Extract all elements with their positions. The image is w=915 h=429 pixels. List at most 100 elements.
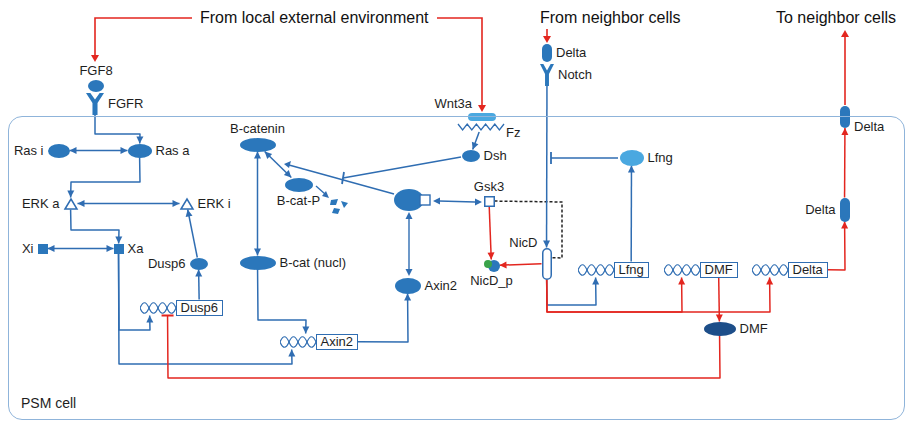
arrowhead: [500, 261, 507, 268]
dna-helix: [280, 334, 316, 350]
ligand: FGF8: [88, 80, 104, 92]
molecule-label: Gsk3: [474, 180, 504, 194]
activation-arrow: [547, 278, 774, 313]
molecule-shape: [86, 93, 104, 115]
arrowhead: [121, 147, 128, 154]
arrowhead: [70, 147, 77, 154]
molecule-shape: [468, 113, 496, 121]
molecule-label: Dusp6: [148, 257, 186, 271]
connector-line: [95, 115, 140, 144]
cell-label: PSM cell: [21, 395, 76, 411]
arrowhead: [475, 199, 482, 206]
activation-arrow: [487, 207, 494, 260]
arrowhead: [265, 152, 272, 159]
header-label: From neighbor cells: [540, 9, 681, 27]
activation-arrow: [186, 210, 198, 258]
arrowhead: [433, 198, 440, 205]
arrowhead: [678, 278, 685, 285]
dna-helix: [752, 262, 788, 278]
dna-strand: [280, 336, 316, 347]
arrowhead: [115, 236, 122, 243]
reaction-arrow: [439, 201, 475, 202]
inhibition-line: [551, 157, 618, 158]
molecule-shape: [285, 178, 313, 192]
molecule-label: ERK i: [198, 197, 231, 211]
activation-arrow: [628, 166, 635, 262]
gene-label: Dusp6: [181, 300, 219, 315]
reaction-arrow: [408, 218, 409, 270]
dna-helix: [578, 262, 614, 278]
link-line: [495, 201, 563, 258]
dna-strand: [280, 336, 316, 347]
arrowhead: [254, 152, 261, 159]
protein-square: Xi: [38, 244, 48, 254]
complex-gsk3: [420, 195, 430, 205]
arrowhead: [67, 190, 74, 197]
arrowhead: [841, 128, 848, 135]
connector-line: [188, 210, 198, 258]
square-shape: [484, 196, 494, 206]
gene-outline: Lfng: [614, 262, 649, 278]
protein-blob: DMF: [704, 322, 736, 336]
fragment: [332, 208, 340, 214]
header-label: To neighbor cells: [776, 9, 896, 27]
kinase-triangle: ERK a: [64, 198, 78, 210]
activation-arrow: [547, 278, 600, 306]
phospho-dot: [484, 260, 492, 268]
arrowhead: [472, 142, 479, 150]
arrowhead: [195, 270, 202, 277]
molecule-label: ERK a: [22, 197, 60, 211]
blob-shape: [128, 144, 152, 158]
arrowhead: [254, 249, 261, 256]
dna-strand: [752, 264, 788, 275]
connector-line: [844, 128, 846, 198]
molecule-label: Axin2: [425, 279, 458, 293]
ligand: Delta: [840, 106, 850, 128]
arrowhead: [186, 210, 193, 218]
capsule-shape: [840, 106, 850, 128]
dna-strand: [664, 264, 700, 275]
blob-shape: [285, 178, 313, 192]
arrowhead: [146, 316, 153, 323]
molecule-label: Dsh: [484, 149, 507, 163]
activation-arrow: [500, 261, 542, 268]
header-label: From local external environment: [200, 9, 429, 27]
connector-line: [48, 248, 114, 250]
connector-line: [495, 201, 563, 258]
protein-blob: Ras a: [128, 144, 152, 158]
molecule-shape: [840, 106, 850, 128]
molecule-shape: [540, 64, 554, 86]
signal-line: [546, 29, 548, 37]
blob-shape: [48, 144, 70, 158]
molecule-shape: [240, 138, 276, 152]
dna-strand: [578, 264, 614, 275]
arrowhead: [136, 136, 143, 143]
receptor: FGFR: [86, 93, 104, 115]
molecule-label: Xi: [22, 242, 34, 256]
inhibition-bar: [162, 314, 174, 316]
gene-box: Axin2: [280, 334, 359, 350]
receptor: Fz: [458, 122, 504, 132]
receptor-shape: [86, 93, 104, 115]
connector-line: [547, 278, 682, 313]
connector-line: [489, 207, 491, 260]
molecule-label: Wnt3a: [434, 97, 472, 111]
capsule-shape: [840, 198, 850, 222]
arrowhead: [404, 294, 411, 301]
molecule-label: Delta: [805, 203, 835, 217]
connector-line: [71, 210, 119, 244]
connector-line: [78, 203, 180, 205]
activation-arrow: [48, 245, 114, 252]
signal-arrowheads: [91, 30, 849, 112]
connector-line: [547, 278, 596, 306]
molecule-shape: [64, 198, 78, 210]
fragment: [341, 201, 348, 208]
blob-shape: [620, 150, 644, 166]
arrowhead: [487, 252, 494, 259]
connector-line: [119, 254, 292, 365]
fragment: [330, 199, 338, 205]
capsule-shape: [542, 44, 552, 62]
molecule-shape: [484, 196, 495, 207]
dna-helix: [140, 300, 176, 316]
protein-blob: B-catenin: [240, 138, 276, 152]
